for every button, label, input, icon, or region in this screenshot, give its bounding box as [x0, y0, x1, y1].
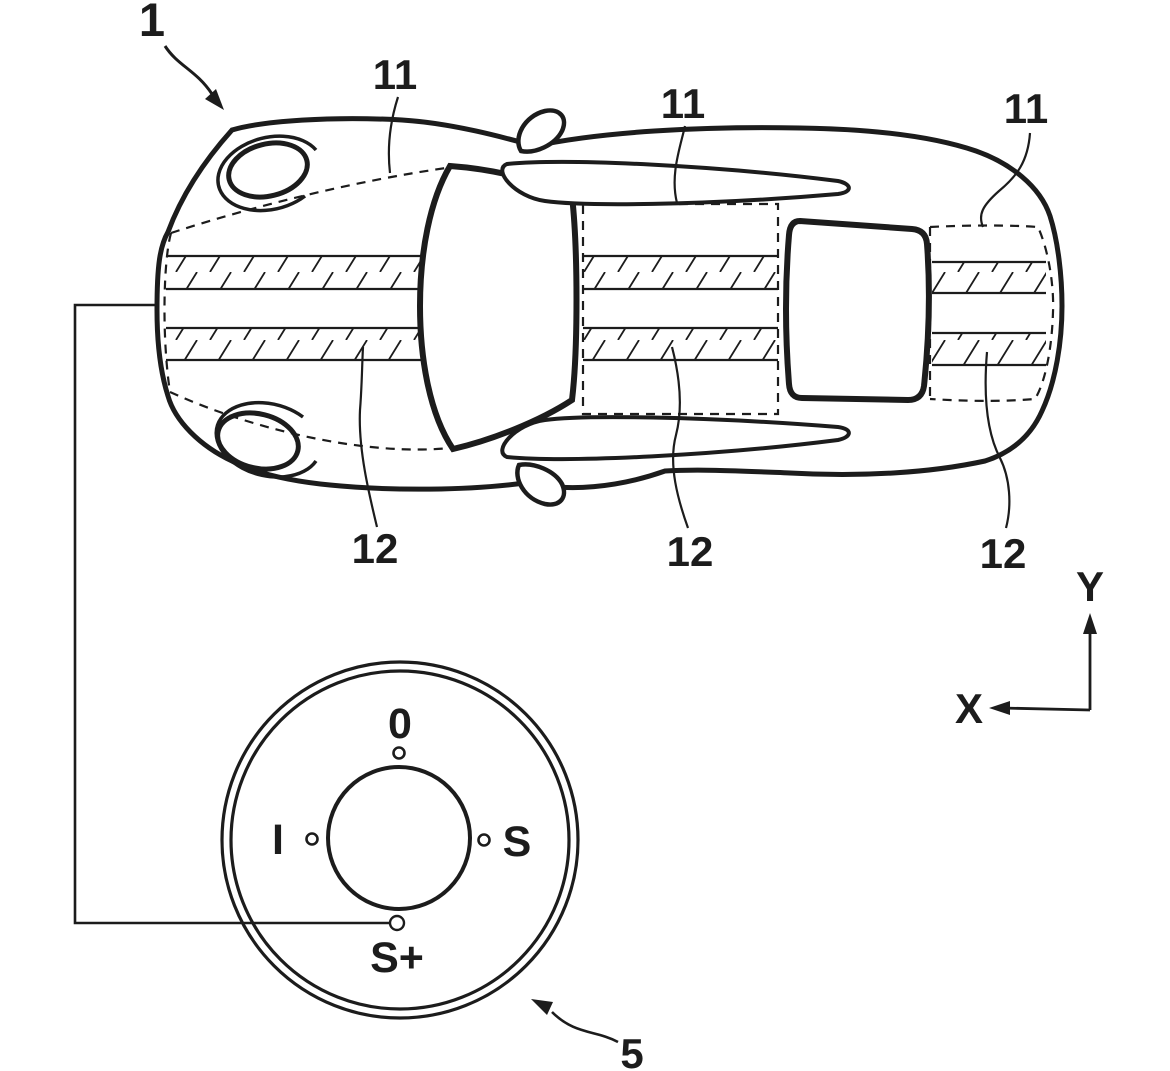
- dial-label-0: 0: [388, 700, 412, 748]
- headlight-bottom: [214, 400, 318, 479]
- coordinate-axes: Y X: [955, 563, 1104, 732]
- dial-position-dot-0: [392, 746, 406, 760]
- front-stripe-band-lower: [166, 326, 429, 362]
- axis-x-arrowhead: [989, 701, 1010, 715]
- dial-position-dot-s: [477, 833, 491, 847]
- leader-region-middle: [673, 125, 687, 204]
- leader-stripe-front: [358, 346, 379, 528]
- leader-stripe-middle: [670, 346, 690, 529]
- leader-region-rear: [979, 132, 1032, 228]
- windshield: [416, 162, 580, 453]
- rear-region-dashed: [928, 224, 1055, 402]
- rear-stripe-band-upper: [932, 260, 1046, 295]
- middle-stripe-band-upper: [583, 254, 778, 291]
- axis-x-label: X: [955, 685, 983, 732]
- dial-label-s: S: [503, 818, 532, 866]
- axis-y-label: Y: [1076, 563, 1104, 610]
- leader-car-ref: [163, 45, 214, 95]
- axis-y-arrowhead: [1083, 613, 1097, 634]
- dial-knob: [326, 765, 472, 911]
- label-stripe-middle: 12: [667, 528, 714, 575]
- hood-dashed-outline: [163, 166, 451, 451]
- axis-x-line: [1001, 706, 1091, 712]
- leader-car-arrowhead: [205, 89, 224, 110]
- leader-dial-arrowhead: [531, 999, 553, 1015]
- dial-label-i: I: [272, 816, 284, 864]
- wire-connection-line: [73, 303, 390, 925]
- label-region-front: 11: [373, 51, 417, 98]
- dial-position-dot-i: [305, 832, 319, 846]
- headlight-bottom-outer-arc: [214, 400, 318, 479]
- leader-dial-ref: [551, 1011, 619, 1044]
- label-stripe-rear: 12: [980, 530, 1027, 577]
- label-region-middle: 11: [661, 80, 705, 127]
- car-top-view: [154, 108, 1065, 507]
- side-mirror-bottom: [515, 462, 567, 507]
- rear-window: [783, 217, 932, 404]
- rear-stripe-band-lower: [932, 331, 1046, 367]
- label-car-ref: 1: [139, 0, 165, 46]
- headlight-top-outer-arc: [216, 134, 318, 213]
- label-region-rear: 11: [1004, 85, 1048, 132]
- dial-outer-ring: [220, 660, 580, 1020]
- leader-region-front: [387, 96, 400, 174]
- middle-stripe-band-lower: [583, 326, 778, 362]
- leader-stripe-rear: [984, 351, 1011, 529]
- front-stripe-band-upper: [166, 254, 429, 291]
- dial-inner-ring: [229, 669, 571, 1011]
- label-stripe-front: 12: [352, 525, 399, 572]
- headlight-top: [216, 134, 318, 213]
- side-mirror-top: [516, 108, 567, 154]
- reference-labels: 1 11 11 11 12 12 12: [139, 0, 1048, 577]
- dial-label-s-plus: S+: [370, 934, 424, 982]
- mode-dial: 0 I S S+ 5: [73, 303, 644, 1071]
- label-dial-ref: 5: [620, 1030, 643, 1071]
- dial-position-dot-s-plus-selected: [388, 914, 406, 932]
